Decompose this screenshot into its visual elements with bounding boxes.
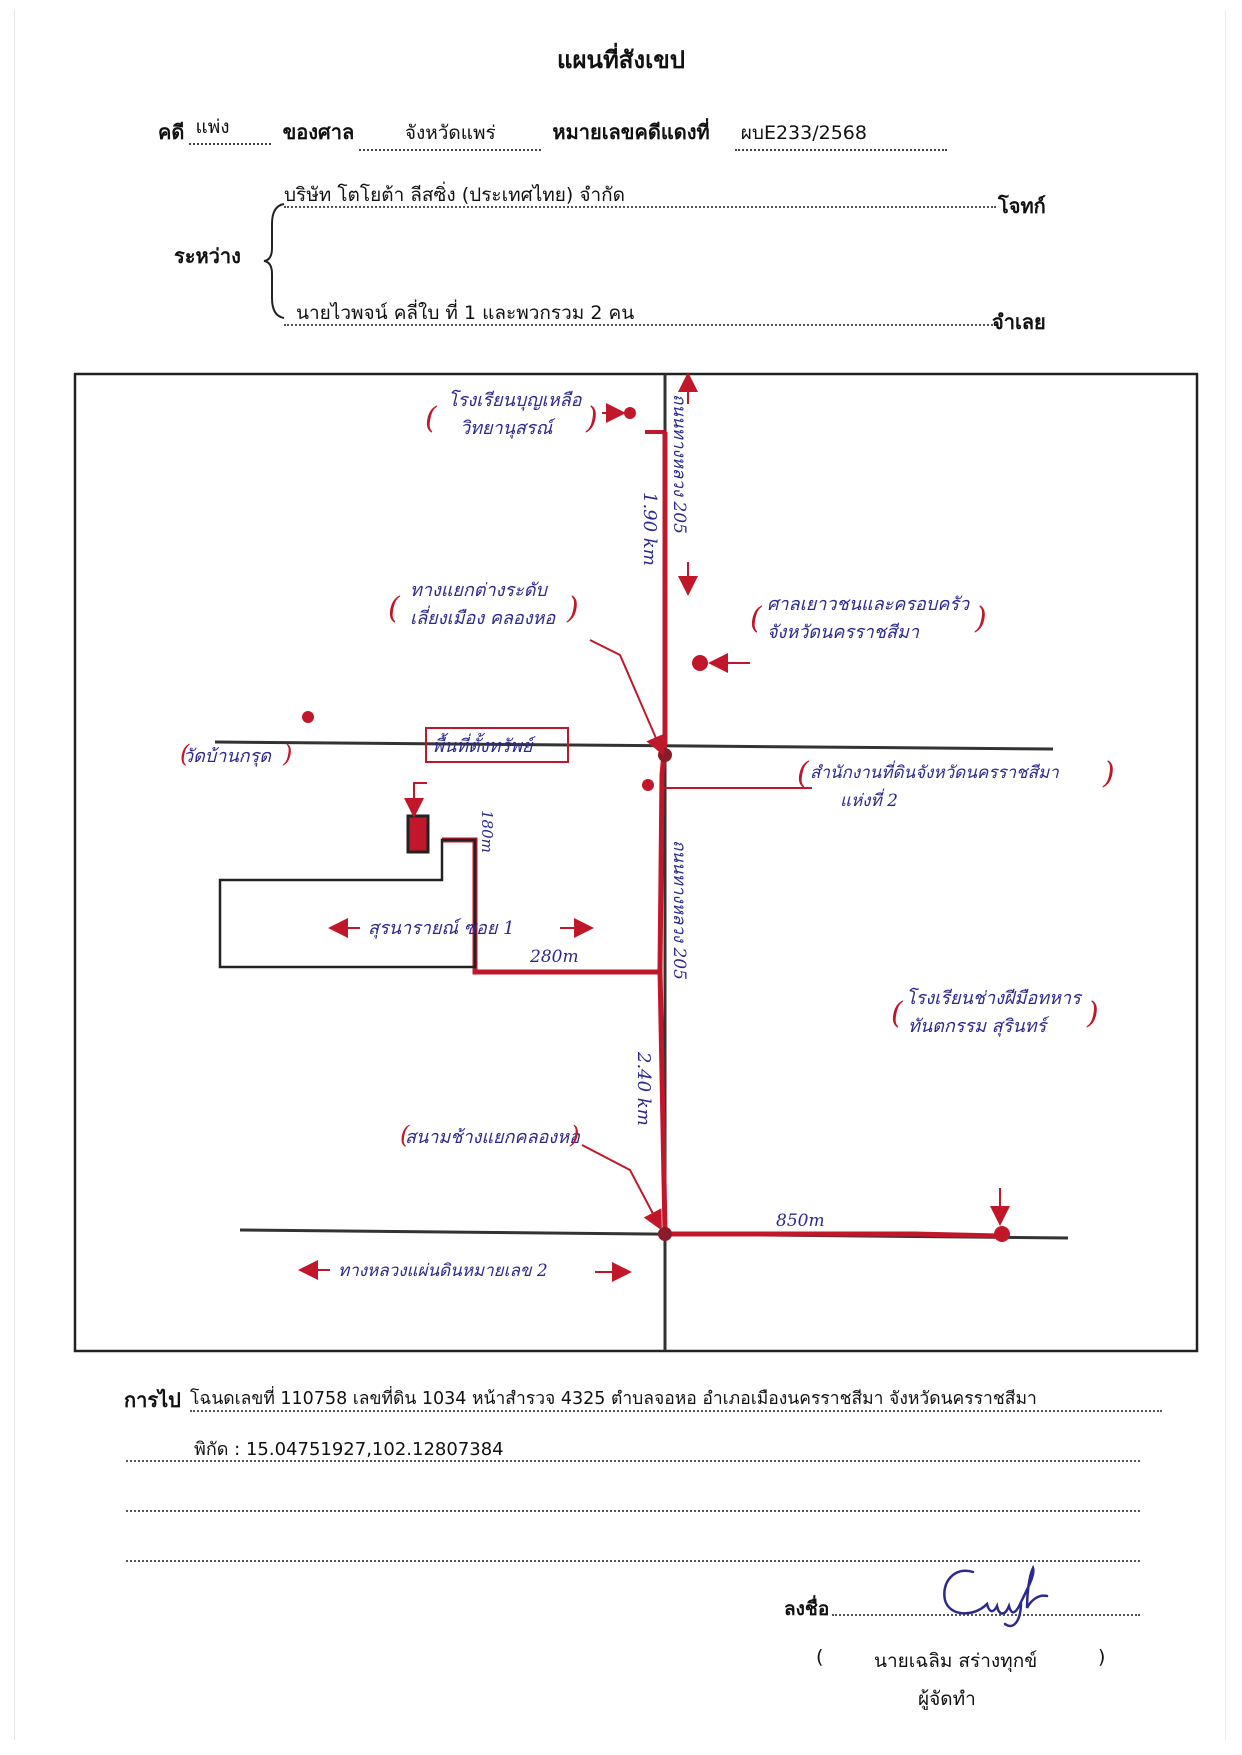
red-no-label: หมายเลขคดีแดงที่ [552, 120, 710, 144]
route-highway2 [670, 1231, 1000, 1239]
target-area-label: พื้นที่ตั้งทรัพย์ [432, 732, 536, 757]
directions-label: การไป [124, 1388, 181, 1412]
temple-label: วัดบ้านกรุด [183, 746, 272, 767]
between-label: ระหว่าง [174, 244, 241, 268]
case-label: คดี [158, 120, 185, 144]
intersection-line2: เลี่ยงเมือง คลองหอ [410, 605, 556, 629]
highway2-label: ทางหลวงแผ่นดินหมายเลข 2 [338, 1261, 548, 1281]
road205-mid-label: ถนนทางหลวง 205 [669, 840, 689, 980]
dist-bottom-label: 850m [776, 1211, 825, 1231]
land-office-line2: แห่งที่ 2 [840, 788, 898, 811]
plaintiff-role: โจทก์ [998, 194, 1046, 218]
paren: ) [585, 401, 598, 436]
court-label: ของศาล [282, 120, 355, 144]
open-paren: ( [816, 1646, 824, 1668]
land-office-line1: สำนักงานที่ดินจังหวัดนครราชสีมา [810, 760, 1059, 783]
directions-coordinates: พิกัด : 15.04751927,102.12807384 [194, 1439, 504, 1460]
svg-text:(: ( [400, 1121, 410, 1149]
paren: ) [1086, 996, 1099, 1031]
close-paren: ) [1098, 1646, 1106, 1668]
court-line2: จังหวัดนครราชสีมา [767, 622, 920, 643]
court-line1: ศาลเยาวชนและครอบครัว [767, 594, 970, 615]
paren: ) [974, 601, 987, 636]
school-top-line2: วิทยานุสรณ์ [460, 418, 556, 439]
directions-line1: โฉนดเลขที่ 110758 เลขที่ดิน 1034 หน้าสำร… [190, 1389, 1037, 1409]
intersection-line1: ทางแยกต่างระดับ [410, 580, 548, 601]
case-line: คดี แพ่ง ของศาล จังหวัดแพร่ หมายเลขคดีแด… [158, 116, 947, 151]
plaintiff-name: บริษัท โตโยต้า ลีสซิ่ง (ประเทศไทย) จำกัด [284, 184, 626, 206]
defendant-name: นายไวพจน์ คลี่ใบ ที่ 1 และพวกรวม 2 คน [296, 302, 635, 324]
sign-dotted-line [832, 1614, 1140, 1616]
defendant-dotted-line [284, 324, 996, 326]
brace-symbol [263, 203, 285, 319]
target-property-marker [406, 814, 430, 854]
court-name-value: จังหวัดแพร่ [359, 118, 542, 151]
dist-lane-label: 280m [529, 947, 579, 967]
school-br-pin [994, 1226, 1010, 1242]
paren: ( [388, 591, 401, 626]
paren: ( [797, 756, 810, 791]
dist-top-label: 1.90 km [639, 492, 660, 566]
highway-junction-dot [658, 1227, 672, 1241]
signer-role: ผู้จัดทำ [918, 1688, 976, 1710]
school-top-pin [624, 407, 636, 419]
red-no-value: ผบE233/2568 [734, 118, 947, 151]
school-br-line2: ทันตกรรม สุรินทร์ [908, 1016, 1050, 1037]
directions-underline-3 [126, 1510, 1140, 1512]
dist-mid-label: 2.40 km [633, 1051, 654, 1126]
svg-text:): ) [282, 740, 292, 768]
paren: ( [425, 401, 438, 436]
school-top-line1: โรงเรียนบุญเหลือ [448, 389, 583, 411]
paren: ( [891, 996, 904, 1031]
school-br-line1: โรงเรียนช่างฝีมือทหาร [906, 987, 1083, 1009]
page-border [14, 10, 1226, 1740]
page-title: แผนที่สังเขป [557, 46, 685, 74]
dist-side-label: 180m [478, 810, 496, 853]
directions-underline-4 [126, 1560, 1140, 1562]
court-pin [692, 655, 708, 671]
signer-name: นายเฉลิม สร่างทุกข์ [874, 1650, 1038, 1672]
directions-underline-1 [190, 1410, 1162, 1412]
defendant-role: จำเลย [992, 310, 1046, 334]
temple-pin [302, 711, 314, 723]
soi-label: สุรนารายณ์ ซอย 1 [368, 918, 515, 939]
handwritten-signature [943, 1564, 1049, 1628]
sign-label: ลงชื่อ [784, 1598, 830, 1620]
case-type-value: แพ่ง [189, 112, 272, 145]
paren: ) [566, 591, 579, 626]
road205-top-label: ถนนทางหลวง 205 [669, 394, 689, 534]
directions-underline-2 [126, 1460, 1140, 1462]
bypass-road-line [214, 740, 1054, 751]
svg-text:(: ( [180, 740, 190, 768]
svg-text:): ) [569, 1121, 579, 1149]
paren: ( [750, 601, 763, 636]
land-office-pin [642, 779, 654, 791]
property-block [218, 838, 477, 969]
map-frame [73, 372, 1199, 1353]
route-205 [657, 432, 668, 1233]
sketch-map: ( ) ( ) ( ) ( ) ( ) โรงเรียนบุญเหลือ วิท… [73, 372, 1199, 1353]
plaintiff-dotted-line [284, 206, 996, 208]
target-area-box [425, 727, 569, 763]
stadium-label: สนามช้างแยกคลองหอ [405, 1127, 581, 1148]
paren: ) [1102, 756, 1115, 791]
